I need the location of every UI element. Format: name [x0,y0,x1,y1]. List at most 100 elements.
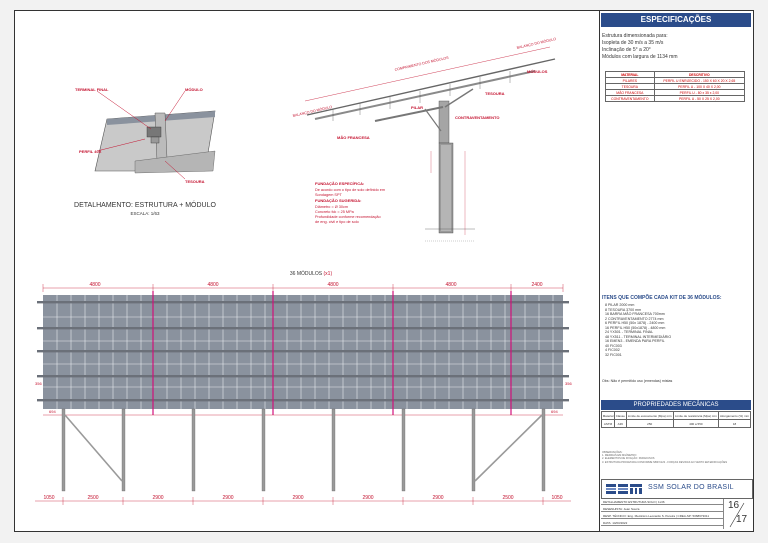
mech-header: Limite de escoamento (Mpa) mín [625,411,674,420]
note-line: 1. MEDIDAS EM MILÍMETRO [602,454,637,458]
list-item: 16 EMEN3 - EMENDA PARA PERFIL [605,339,665,343]
tb-designer: DESENHISTA: Jean Souza [601,506,723,512]
spec-line: Inclinação de 5° a 20° [602,47,651,53]
sheet-number: 16 17 [723,499,750,529]
table-row: Material Classe Limite de escoamento (Mp… [600,411,752,420]
foundation-line-4: Concreto fck = 25 MPa [315,210,355,214]
tb-date: DATA: 14/03/2022 [601,520,723,526]
title-block: DETALHAMENTO ESTRUTURA SOLO | 1x36 DESEN… [601,499,751,529]
top-dim-2: 4800 [207,282,218,288]
brace-right [474,414,543,482]
foundation-line-5: Profundidade conforme recomendação [315,215,381,219]
bottom-dim-4: 2900 [222,495,233,501]
kit-list: 8 PILAR 2000 mm 8 TESOURA 3700 mm 16 BAR… [605,303,671,357]
mech-cell: A36 [614,419,627,428]
array-title: 36 MÓDULOS (x1) [290,270,333,277]
bottom-dim-9: 1050 [551,495,562,501]
label-pilar: PILAR [411,105,423,110]
mech-title: PROPRIEDADES MECÂNICAS [601,400,751,410]
list-item: 2 CONTRAVENTAMENTO 2774 mm [605,316,664,321]
spec-text: Estrutura dimensionada para: Isopleta de… [602,33,750,61]
post-dim-right: 694 [551,409,558,414]
foundation-notes: FUNDAÇÃO ESPECÍFICA: De acordo com o tip… [315,181,385,224]
table-row: CONTRAVENTAMENTO PERFIL U - 50 X 25 X 2,… [605,95,746,102]
note-line: 2. ELEMENTOS DE FIXAÇÃO: PARAFUSOS [602,457,655,461]
list-item: 48 YX511 - TERMINAL INTERMEDIÁRIO [605,334,672,339]
list-item: 8 PILAR 2000 mm [605,303,635,307]
foundation-line-3: Diâmetro = Ø 30cm [315,205,348,209]
note-line: 3. ESTRUTURA PROJETADA CONFORME NBR 6123… [602,460,728,464]
label-contraventamento: CONTRAVENTAMENTO [455,115,499,120]
foundation-head-1: FUNDAÇÃO ESPECÍFICA: [315,181,364,186]
top-dim-1: 4800 [89,282,100,288]
foundation-line-6: de eng. civil e tipo de solo [315,220,359,224]
top-dim-6: 2400 [531,282,542,288]
tb-engineer: RESP. TÉCNICO: Eng. Mecânico Leonardo S.… [601,513,723,519]
bottom-dim-7: 2900 [432,495,443,501]
mech-header: Classe [614,411,627,420]
table-row: ASTM A36 250 400 a 550 18 [600,419,752,428]
mat-cell: PERFIL U - 50 X 25 X 2,00 [653,95,746,102]
list-item: 16 PERFIL H50 (50x1878) - 4800 mm [605,325,666,330]
tb-drawing: DETALHAMENTO ESTRUTURA SOLO | 1x36 [601,499,723,505]
post-dim-left: 694 [49,409,56,414]
list-item: 8 TESOURA 3700 mm [605,307,642,312]
kit-note: Obs: Não é permitido uso (emendas) mista… [602,379,673,383]
note-line: OBSERVAÇÕES: [602,451,623,454]
company-logo-icon [606,484,642,494]
top-dim-4: 4800 [445,282,456,288]
splice-lines [152,291,512,415]
bottom-dim-1: 1050 [43,495,54,501]
mech-table: Material Classe Limite de escoamento (Mp… [600,411,752,428]
detail-view: TERMINAL FINAL MÓDULO PERFIL 40X TESOURA… [74,87,216,216]
spec-title: ESPECIFICAÇÕES [601,13,751,27]
kit-title: ITENS QUE COMPÕE CADA KIT DE 36 MÓDULOS: [602,295,722,301]
label-comprimento: COMPRIMENTO DOS MÓDULOS [394,55,450,72]
list-item: 32 FIC001 [605,352,622,357]
detail-scale: ESCALA: 1/63 [130,211,160,216]
spec-line: Módulos com largura de 1134 mm [602,54,678,60]
detail-title: DETALHAMENTO: ESTRUTURA + MÓDULO [74,200,216,209]
foundation-head-2: FUNDAÇÃO SUGERIDA: [315,198,361,203]
material-table: MATERIAL DESCRITIVO PILARES PERFIL U ENR… [605,71,746,102]
posts [61,408,546,492]
foundation-line-1: De acordo com o tipo de solo definido em [315,188,385,192]
spec-line: Estrutura dimensionada para: [602,33,668,39]
spec-line: Isopleta de 30 m/s a 35 m/s [602,40,664,46]
list-item: 4 FIC002 [605,348,620,352]
side-dim-left: 356 [35,381,42,386]
brace-left [64,414,123,482]
mech-header: Alongamento (%) mín [717,411,752,420]
mech-cell: ASTM [600,419,616,428]
list-item: 40 FIC003 [605,343,622,348]
sheet-total: 17 [736,514,748,525]
mech-cell: 250 [625,419,674,428]
drawing-area: TERMINAL FINAL MÓDULO PERFIL 40X TESOURA… [15,11,600,531]
mech-cell: 400 a 550 [672,419,719,428]
label-mao-francesa: MÃO FRANCESA [337,135,370,140]
label-balanco-top: BALANÇO DO MÓDULO [516,36,557,50]
bottom-dim-5: 2900 [292,495,303,501]
list-item: 16 BARRA MÃO FRANCESA 700mm [605,312,665,316]
label-terminal-final: TERMINAL FINAL [75,87,109,92]
side-dim-right: 356 [565,381,572,386]
mech-cell: 18 [717,419,752,428]
notes: OBSERVAÇÕES: 1. MEDIDAS EM MILÍMETRO 2. … [602,451,727,464]
bottom-dim-2: 2500 [87,495,98,501]
mat-cell: CONTRAVENTAMENTO [605,95,655,102]
bottom-dim-6: 2900 [362,495,373,501]
rails [37,301,569,402]
top-dim-3: 4800 [327,282,338,288]
sheet-current: 16 [728,500,740,511]
mech-header: Limite de resistência (Mpa) mín [672,411,719,420]
list-item: 24 YX501 - TERMINAL FINAL [605,330,654,334]
technical-drawing: TERMINAL FINAL MÓDULO PERFIL 40X TESOURA… [35,36,572,505]
label-modulo: MÓDULO [185,87,203,92]
company-name: SSM SOLAR DO BRASIL [648,484,734,491]
company-block: SSM SOLAR DO BRASIL [601,479,753,499]
drawing-sheet: TERMINAL FINAL MÓDULO PERFIL 40X TESOURA… [14,10,754,532]
label-modulos: MÓDULOS [527,69,548,74]
list-item: 6 PERFIL H50 (50x 1878) - 2400 mm [605,321,665,325]
mech-header: Material [600,411,616,420]
label-tesoura-side: TESOURA [485,91,505,96]
